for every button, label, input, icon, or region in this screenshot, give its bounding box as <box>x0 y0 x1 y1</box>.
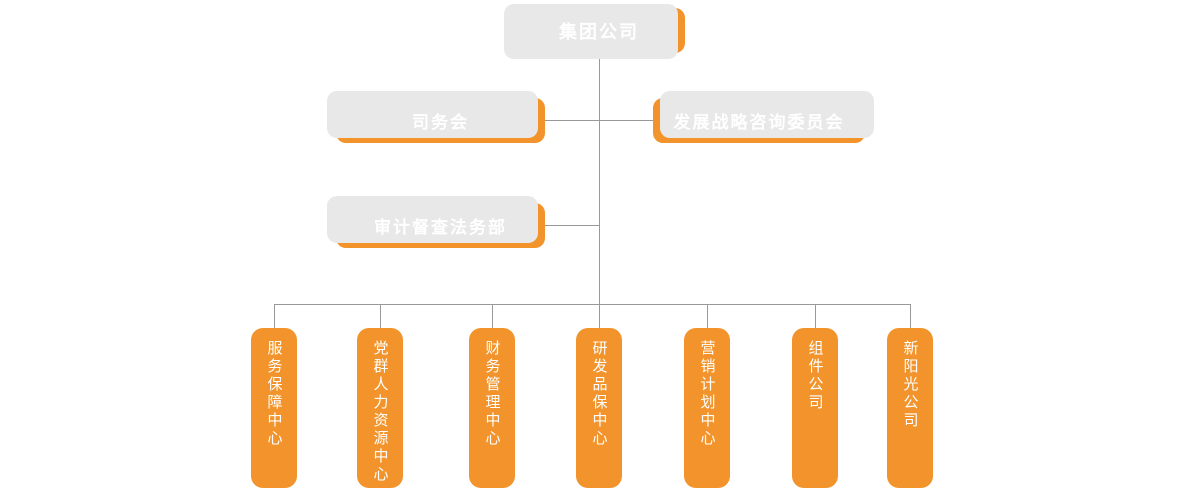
org-node-dept-new-sunshine-company: 新阳光公司 <box>887 328 933 488</box>
connector-level2-horizontal <box>545 120 653 121</box>
org-node-strategy-committee-label: 发展战略咨询委员会 <box>673 113 845 132</box>
org-node-council-label: 司务会 <box>412 113 469 132</box>
org-node-dept-label: 新阳光公司 <box>901 340 919 430</box>
org-node-audit-legal: 审计督查法务部 <box>327 196 545 248</box>
connector-drop-2 <box>380 304 381 328</box>
org-node-dept-label: 营销计划中心 <box>698 340 716 448</box>
org-node-dept-label: 财务管理中心 <box>483 340 501 448</box>
org-node-dept-rnd-qa: 研发品保中心 <box>576 328 622 488</box>
org-node-council: 司务会 <box>327 91 545 143</box>
connector-drop-5 <box>707 304 708 328</box>
org-node-dept-component-company: 组件公司 <box>792 328 838 488</box>
org-node-dept-label: 研发品保中心 <box>590 340 608 448</box>
org-node-dept-label: 党群人力资源中心 <box>371 340 389 484</box>
connector-drop-6 <box>815 304 816 328</box>
connector-drop-7 <box>910 304 911 328</box>
org-node-root-label: 集团公司 <box>559 21 639 42</box>
org-node-dept-service-support: 服务保障中心 <box>251 328 297 488</box>
org-node-root: 集团公司 <box>504 4 685 59</box>
org-node-dept-label: 组件公司 <box>806 340 824 412</box>
connector-distribution-horizontal <box>274 304 911 305</box>
org-node-audit-legal-label: 审计督查法务部 <box>374 218 507 237</box>
connector-drop-1 <box>274 304 275 328</box>
connector-drop-3 <box>492 304 493 328</box>
org-node-dept-party-hr: 党群人力资源中心 <box>357 328 403 488</box>
org-node-strategy-committee: 发展战略咨询委员会 <box>653 91 874 143</box>
org-node-dept-finance: 财务管理中心 <box>469 328 515 488</box>
org-node-dept-marketing-planning: 营销计划中心 <box>684 328 730 488</box>
connector-drop-4 <box>599 304 600 328</box>
connector-level3-horizontal <box>545 225 599 226</box>
connector-trunk-vertical <box>599 53 600 305</box>
org-node-dept-label: 服务保障中心 <box>265 340 283 448</box>
